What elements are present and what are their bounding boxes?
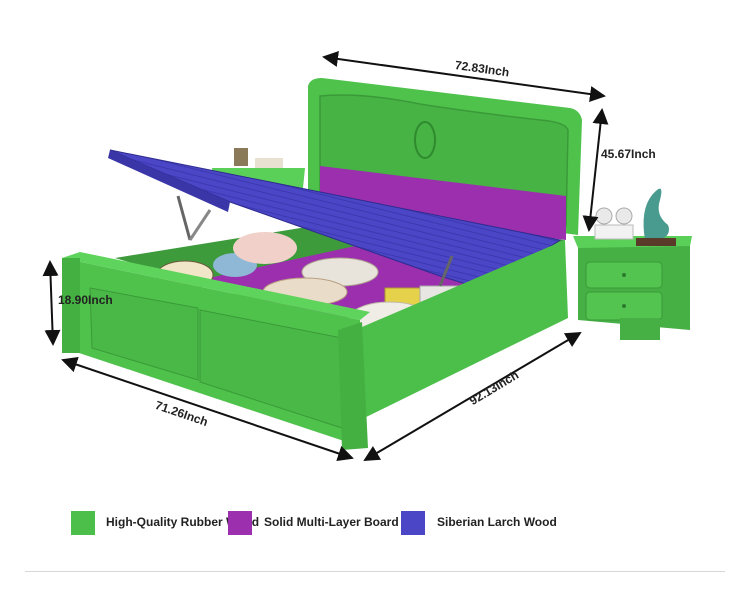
dim-footboard-height: 18.90Inch xyxy=(58,293,113,307)
arrow-top-width xyxy=(322,51,606,102)
legend-swatch-multi-layer-board xyxy=(228,511,252,535)
larch-lid xyxy=(108,149,562,291)
arrow-depth xyxy=(363,331,582,462)
legend-label-multi-layer-board: Solid Multi-Layer Board xyxy=(264,515,399,529)
legend-label-larch-wood: Siberian Larch Wood xyxy=(437,515,557,529)
legend-label-rubber-wood: High-Quality Rubber Wood xyxy=(106,515,260,529)
material-legend: High-Quality Rubber Wood Solid Multi-Lay… xyxy=(0,508,750,538)
headboard xyxy=(308,78,582,240)
arrow-footboard-height xyxy=(42,260,61,346)
arrow-front-width xyxy=(61,356,354,462)
legend-swatch-rubber-wood xyxy=(71,511,95,535)
right-nightstand xyxy=(573,188,692,340)
legend-swatch-larch-wood xyxy=(401,511,425,535)
arrow-height xyxy=(582,108,609,232)
divider xyxy=(25,571,725,572)
dim-height: 45.67Inch xyxy=(601,147,656,161)
